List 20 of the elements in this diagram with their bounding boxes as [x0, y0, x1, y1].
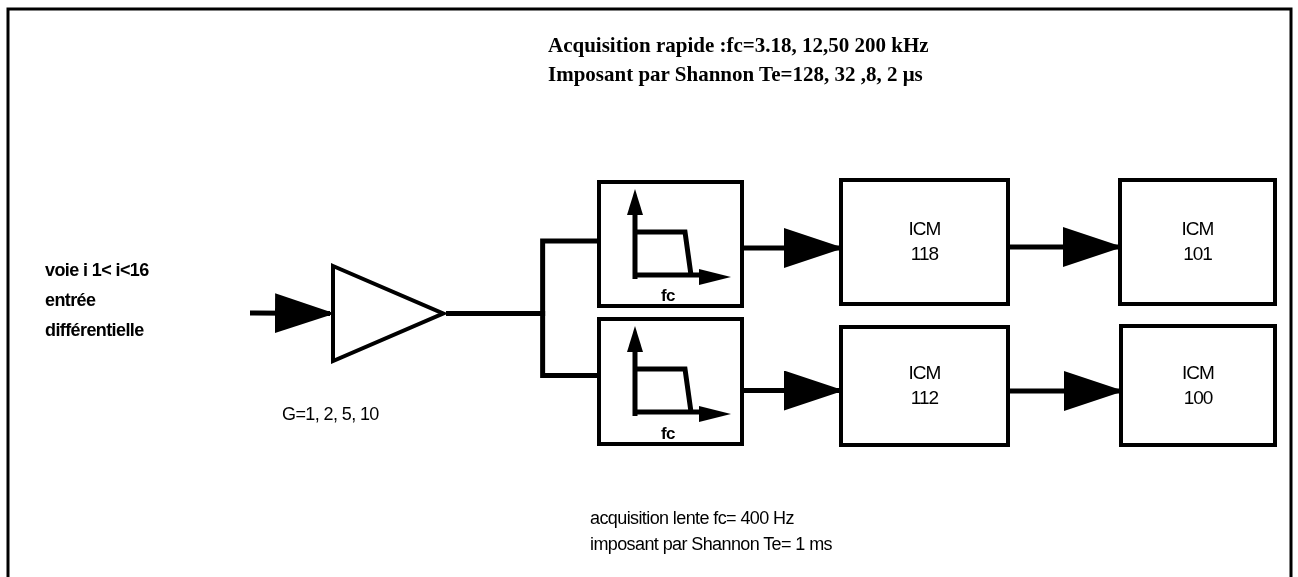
input-description: voie i 1< i<16 entrée différentielle [45, 259, 150, 342]
icm-module-box [839, 325, 1010, 447]
amplifier-triangle [330, 263, 446, 364]
heading-text: Imposant par Shannon Te=128, 32 ,8, 2 μs [548, 62, 923, 87]
module-label: ICM 118 [907, 217, 942, 266]
gain-label: G=1, 2, 5, 10 [282, 404, 379, 425]
icm-module-box [1119, 324, 1277, 447]
cutoff-label: fc [661, 287, 675, 304]
filter-box [597, 317, 744, 446]
cutoff-label: fc [661, 425, 675, 442]
module-label: ICM 100 [1181, 360, 1215, 410]
icm-module-box [839, 178, 1010, 306]
connector-line [446, 311, 597, 378]
note-text: acquisition lente fc= 400 Hz [590, 508, 794, 529]
filter-box [597, 180, 744, 308]
heading-text: Acquisition rapide :fc=3.18, 12,50 200 kHz [548, 33, 929, 58]
module-label: ICM 112 [907, 361, 942, 410]
note-text: imposant par Shannon Te= 1 ms [590, 534, 832, 555]
icm-module-box [1118, 178, 1277, 306]
module-label: ICM 101 [1180, 217, 1215, 266]
